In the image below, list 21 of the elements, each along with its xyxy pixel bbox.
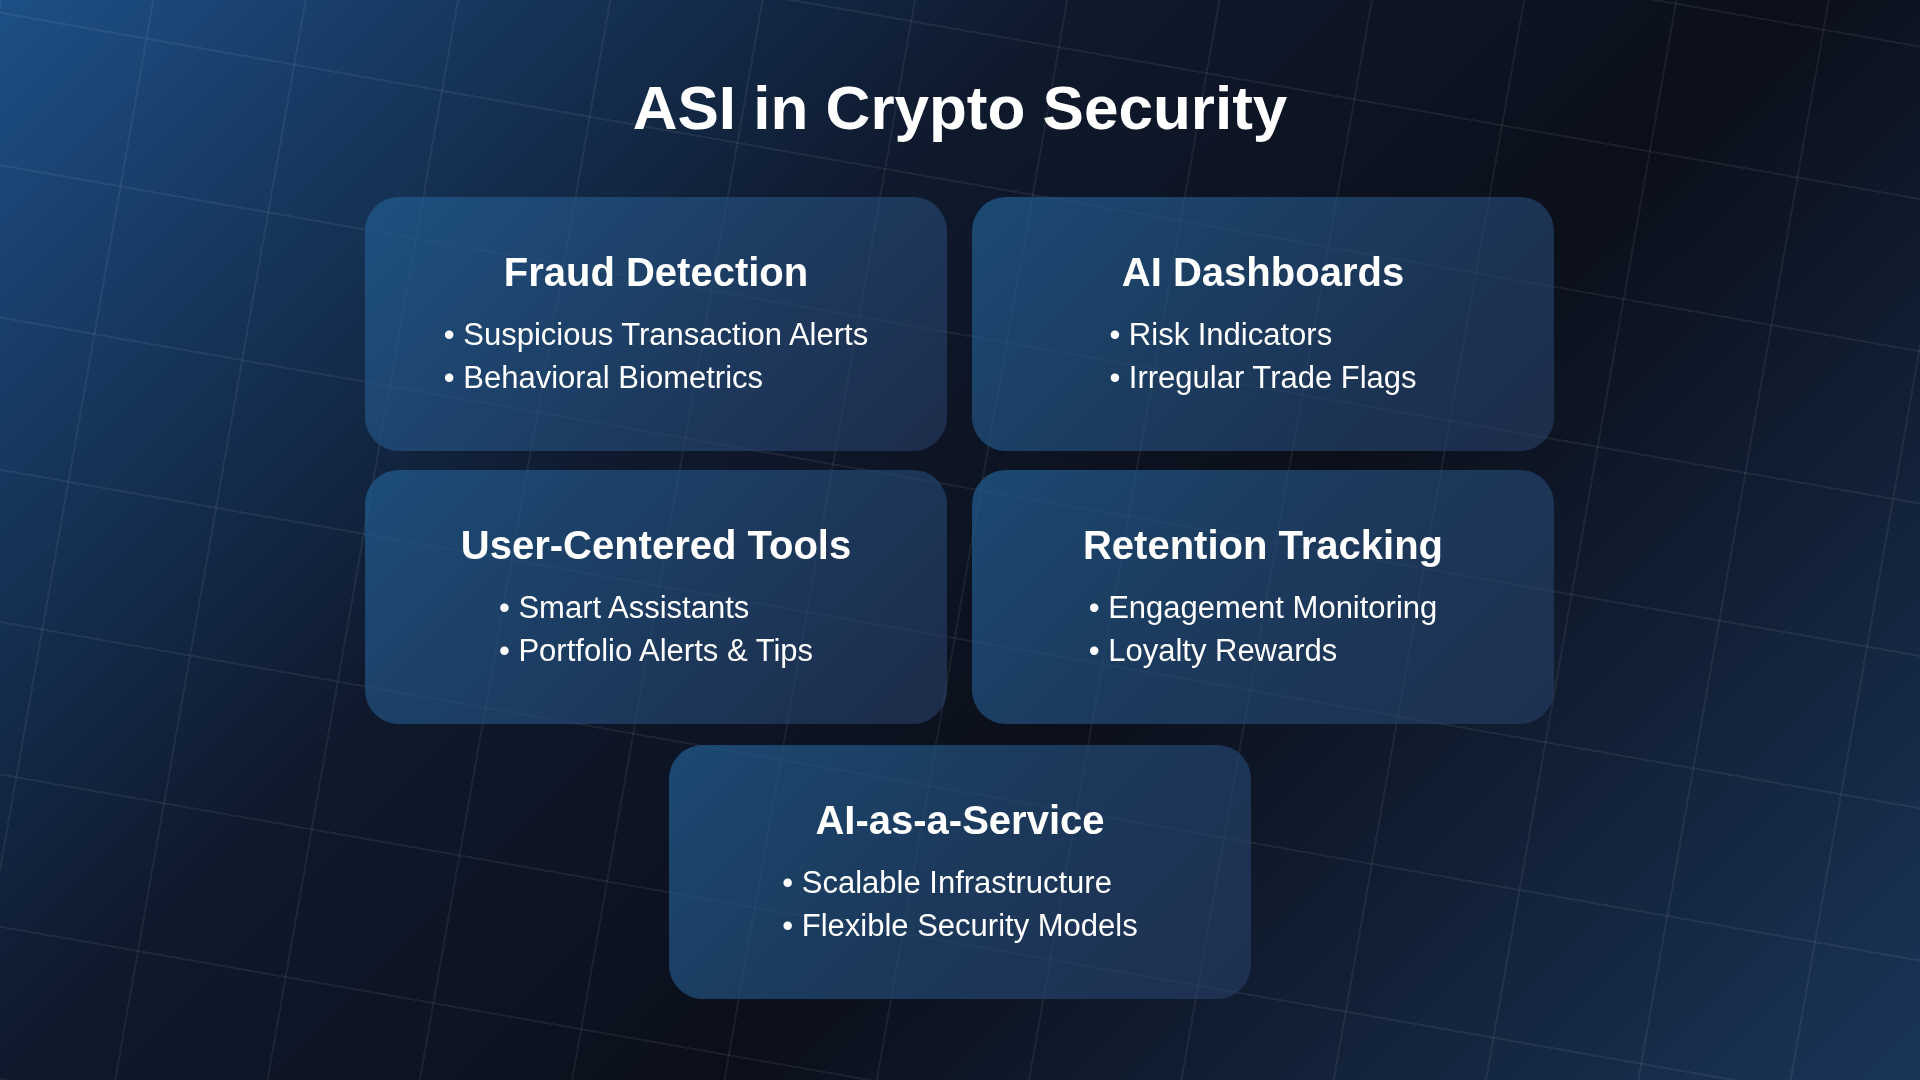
bullet-item: • Portfolio Alerts & Tips — [498, 631, 814, 670]
page-title: ASI in Crypto Security — [631, 72, 1289, 143]
feature-card — [972, 470, 1554, 724]
feature-card — [365, 197, 947, 451]
bullet-item: • Smart Assistants — [498, 588, 751, 627]
bullet-item: • Behavioral Biometrics — [443, 358, 765, 397]
bullet-item: • Irregular Trade Flags — [1109, 358, 1417, 397]
bullet-item: • Scalable Infrastructure — [782, 863, 1113, 902]
card-title: Retention Tracking — [1082, 522, 1444, 568]
feature-card — [365, 470, 947, 724]
bullet-item: • Engagement Monitoring — [1088, 588, 1438, 627]
feature-card — [669, 745, 1251, 999]
card-title: AI-as-a-Service — [815, 797, 1105, 843]
bullet-item: • Flexible Security Models — [782, 906, 1138, 945]
bullet-item: • Suspicious Transaction Alerts — [443, 315, 869, 354]
card-title: User-Centered Tools — [460, 522, 852, 568]
card-title: Fraud Detection — [503, 249, 809, 295]
bullet-item: • Risk Indicators — [1109, 315, 1334, 354]
bullet-item: • Loyalty Rewards — [1088, 631, 1339, 670]
card-title: AI Dashboards — [1121, 249, 1405, 295]
feature-card — [972, 197, 1554, 451]
